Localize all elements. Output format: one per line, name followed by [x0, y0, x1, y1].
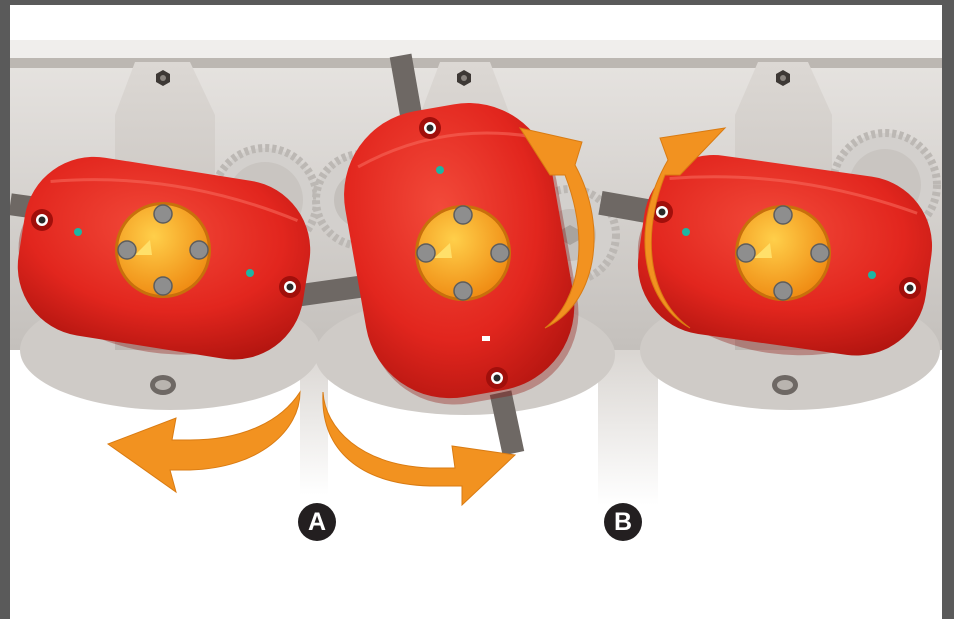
- bracket-hole-2: [155, 380, 171, 390]
- bolt-icon: [189, 240, 209, 260]
- bolt-icon: [453, 281, 473, 301]
- hex-nut-icon: [156, 70, 170, 86]
- bolt-icon: [490, 243, 510, 263]
- bolt-icon: [31, 209, 53, 231]
- bolt-icon: [153, 204, 173, 224]
- teal-dot: [682, 228, 690, 236]
- bolt-icon: [453, 205, 473, 225]
- rotation-arrow-icon: [518, 127, 595, 329]
- hub-right: [735, 205, 831, 301]
- marker-b: B: [604, 503, 642, 541]
- bolt-icon: [773, 205, 793, 225]
- diagram-frame: A B: [10, 5, 942, 619]
- hub-left: [115, 202, 211, 298]
- hex-nut-icon: [776, 70, 790, 86]
- bolt-icon: [419, 117, 441, 139]
- slot-mark: [482, 336, 490, 341]
- hex-nut-icon: [457, 70, 471, 86]
- bolt-icon: [899, 277, 921, 299]
- bolt-icon: [416, 243, 436, 263]
- bolt-icon: [810, 243, 830, 263]
- knife-blade: [298, 275, 362, 307]
- bolt-icon: [153, 276, 173, 296]
- bolt-icon: [773, 281, 793, 301]
- rotation-arrow-icon: [644, 127, 727, 329]
- mower-disc-diagram: [10, 40, 942, 507]
- rotation-arrow-icon: [106, 390, 301, 494]
- bolt-icon: [651, 201, 673, 223]
- knife-blade: [489, 390, 525, 456]
- teal-dot: [246, 269, 254, 277]
- rotation-arrow-icon: [322, 391, 517, 507]
- hub-center: [415, 205, 511, 301]
- teal-dot: [868, 271, 876, 279]
- bolt-icon: [486, 367, 508, 389]
- bolt-icon: [279, 276, 301, 298]
- teal-dot: [436, 166, 444, 174]
- teal-dot: [74, 228, 82, 236]
- marker-a: A: [298, 503, 336, 541]
- bolt-icon: [736, 243, 756, 263]
- bracket-hole-4: [777, 380, 793, 390]
- bolt-icon: [117, 240, 137, 260]
